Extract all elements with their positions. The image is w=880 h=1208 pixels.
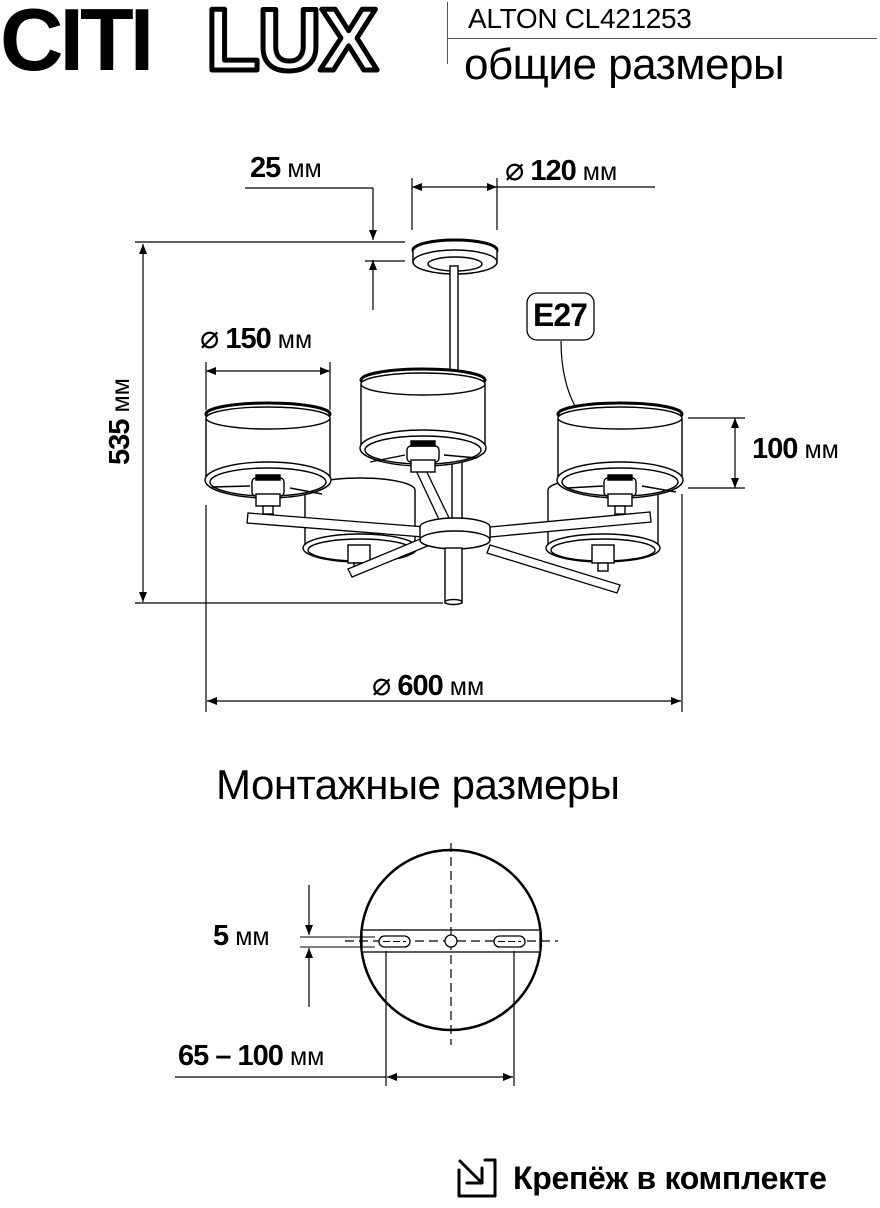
dim-unit: мм [804,436,839,464]
dim-shade-height: 100 мм [752,433,839,466]
header-divider-vertical [447,2,448,64]
socket-badge [526,292,595,341]
logo-outline-text: LUX [206,0,377,80]
shade-left [204,401,332,515]
dim-value: 120 [530,155,576,187]
diameter-icon: ⌀ [505,151,524,187]
dim-unit: мм [235,923,270,951]
model-name: ALTON CL421253 [468,3,692,34]
chandelier-illustration [204,238,684,606]
dim-value: 150 [225,323,271,355]
page-subtitle: общие размеры [464,40,785,89]
dim-value: 100 [752,433,798,465]
shade-center [359,367,487,473]
shade-right [556,401,684,515]
dim-value: 25 [250,152,281,184]
dim-value: 5 [213,920,229,952]
dim-unit: мм [582,158,618,186]
mounting-section-title: Монтажные размеры [216,761,620,808]
dim-canopy-height: 25 мм [250,152,322,185]
citilux-logo: CITI LUX [0,0,420,80]
dim-value: 535 [104,419,136,465]
dim-unit: мм [107,378,135,413]
dim-value: 65 – 100 [178,1040,284,1072]
dim-unit: мм [289,1043,325,1071]
dim-hole-spacing: 65 – 100 мм [178,1040,324,1073]
dim-canopy-diameter: ⌀ 120 мм [505,150,617,188]
diameter-icon: ⌀ [372,666,391,702]
dim-unit: мм [449,673,485,701]
dim-total-height: 535 мм [104,378,137,465]
dim-value: 600 [397,670,443,702]
dim-unit: мм [287,155,322,183]
arrow-down-right-into-box-icon [455,1156,499,1200]
mounting-plate-drawing [175,843,558,1086]
footer-label: Крепёж в комплекте [513,1159,827,1196]
dim-shade-diameter: ⌀ 150 мм [200,318,312,356]
logo-solid-text: CITI [0,0,150,80]
socket-badge-label: E27 [533,297,588,333]
diameter-icon: ⌀ [200,319,219,355]
dim-total-diameter: ⌀ 600 мм [372,665,484,703]
header-divider-horizontal [447,38,877,39]
footer-note: Крепёж в комплекте [455,1155,827,1201]
dim-unit: мм [277,326,313,354]
dim-slot-width: 5 мм [213,920,270,953]
